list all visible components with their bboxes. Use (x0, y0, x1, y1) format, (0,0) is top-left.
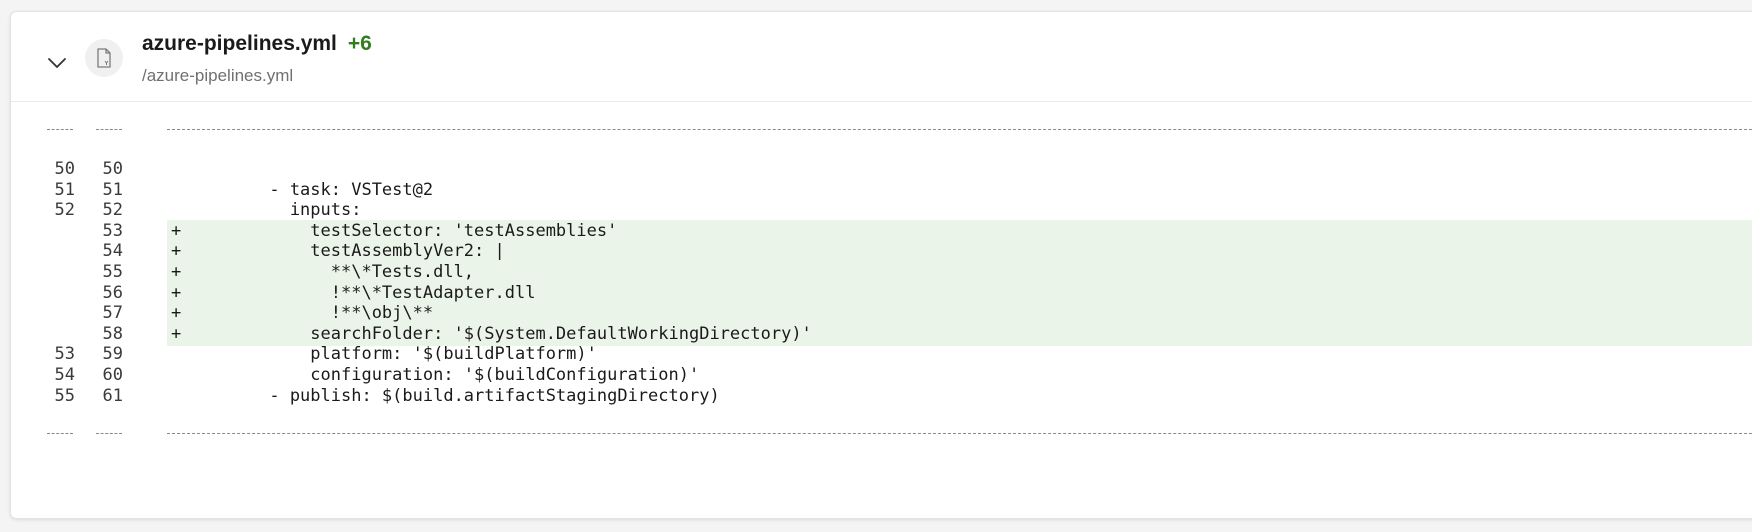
diff-line: 52 52 inputs: (11, 199, 1752, 222)
old-line-number: 50 (54, 159, 75, 179)
new-line-number: 55 (102, 262, 123, 282)
line-content: + !**\obj\** (167, 302, 1752, 326)
new-line-number: 58 (102, 323, 123, 344)
diff-marker: + (171, 241, 182, 262)
file-path: /azure-pipelines.yml (142, 66, 294, 85)
code-text: inputs: (167, 200, 362, 221)
code-text: configuration: '$(buildConfiguration)' (167, 365, 700, 385)
code-text: **\*Tests.dll, (167, 262, 475, 282)
line-content: + **\*Tests.dll, (167, 261, 1752, 284)
diff-line: 55 61 - publish: $(build.artifactStagingD… (11, 385, 1752, 408)
separator-dots (96, 433, 122, 434)
diff-line-added: 56 + !**\*TestAdapter.dll (11, 281, 1752, 305)
line-content: configuration: '$(buildConfiguration)' (167, 364, 1752, 387)
new-line-number: 56 (102, 282, 123, 303)
diff-marker: + (171, 220, 182, 241)
code-text: testAssemblyVer2: | (167, 241, 505, 262)
new-line-number: 60 (102, 365, 123, 385)
line-content: + !**\*TestAdapter.dll (167, 281, 1752, 305)
file-icon (85, 39, 123, 77)
separator-line (167, 433, 1752, 434)
separator-dots (47, 129, 73, 130)
added-lines-count: +6 (347, 32, 372, 55)
code-text: - publish: $(build.artifactStagingDirect… (167, 385, 720, 406)
line-content: + searchFolder: '$(System.DefaultWorking… (167, 322, 1752, 346)
code-text: searchFolder: '$(System.DefaultWorkingDi… (167, 323, 812, 344)
line-content: + testAssemblyVer2: | (167, 240, 1752, 264)
new-line-number: 54 (102, 241, 123, 262)
old-line-number: 55 (54, 385, 75, 406)
code-text: !**\obj\** (167, 303, 434, 324)
diff-marker: + (171, 303, 182, 324)
new-line-number: 53 (102, 220, 123, 241)
new-line-number: 52 (102, 200, 123, 221)
diff-line-added: 53 + testSelector: 'testAssemblies' (11, 219, 1752, 243)
file-header: azure-pipelines.yml +6 /azure-pipelines.… (11, 12, 1752, 102)
line-content: platform: '$(buildPlatform)' (167, 343, 1752, 366)
collapsed-lines-separator-top[interactable] (11, 118, 1752, 141)
new-line-number: 51 (102, 179, 123, 200)
diff-line: 53 59 platform: '$(buildPlatform)' (11, 343, 1752, 366)
old-line-number: 52 (54, 200, 75, 221)
new-line-number: 57 (102, 303, 123, 324)
separator-line (167, 129, 1752, 130)
collapsed-lines-separator-bottom[interactable] (11, 422, 1752, 445)
new-line-number: 59 (102, 344, 123, 365)
diff-line: 50 50 (11, 158, 1752, 181)
code-text: platform: '$(buildPlatform)' (167, 344, 597, 365)
diff-line-added: 54 + testAssemblyVer2: | (11, 240, 1752, 264)
line-content: + testSelector: 'testAssemblies' (167, 219, 1752, 243)
line-content (167, 158, 1752, 181)
diff-line: 51 51 - task: VSTest@2 (11, 179, 1752, 202)
line-content: inputs: (167, 199, 1752, 222)
diff-line: 54 60 configuration: '$(buildConfiguratio… (11, 364, 1752, 387)
file-diff-card: azure-pipelines.yml +6 /azure-pipelines.… (10, 11, 1752, 519)
separator-dots (96, 129, 122, 130)
code-text: testSelector: 'testAssemblies' (167, 220, 618, 241)
old-line-number: 53 (54, 344, 75, 365)
line-content: - publish: $(build.artifactStagingDirect… (167, 385, 1752, 408)
diff-marker: + (171, 282, 182, 303)
separator-dots (47, 433, 73, 434)
diff-line-added: 57 + !**\obj\** (11, 302, 1752, 326)
new-line-number: 50 (102, 159, 123, 179)
diff-line-added: 55 + **\*Tests.dll, (11, 261, 1752, 284)
old-line-number: 54 (54, 365, 75, 385)
old-line-number: 51 (54, 179, 75, 200)
file-name[interactable]: azure-pipelines.yml (142, 32, 337, 55)
diff-line-added: 58 + searchFolder: '$(System.DefaultWorki… (11, 322, 1752, 346)
diff-marker: + (171, 262, 182, 282)
line-content: - task: VSTest@2 (167, 179, 1752, 202)
new-line-number: 61 (102, 385, 123, 406)
file-title-row: azure-pipelines.yml +6 (142, 32, 372, 56)
chevron-down-icon[interactable] (41, 47, 73, 79)
code-text: - task: VSTest@2 (167, 179, 434, 200)
diff-marker: + (171, 323, 182, 344)
code-text: !**\*TestAdapter.dll (167, 282, 536, 303)
